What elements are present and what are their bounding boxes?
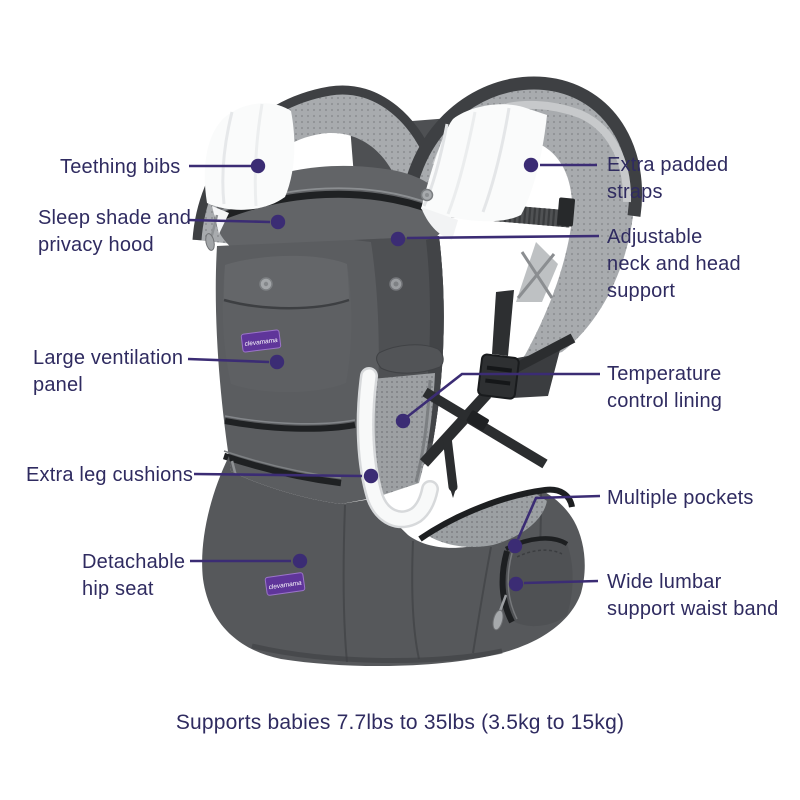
- leader-ventilation: [187, 354, 285, 370]
- label-sleep-shade: Sleep shade and privacy hood: [38, 207, 192, 256]
- label-multiple-pockets: Multiple pockets: [607, 487, 754, 509]
- leader-temperature: [395, 372, 600, 429]
- hip-seat: clevamama: [202, 456, 585, 667]
- zipper-pull: [492, 609, 504, 631]
- zipper-pull: [205, 233, 215, 251]
- brand-label-hip: clevamama: [264, 572, 306, 596]
- brand-label: clevamama: [240, 329, 282, 353]
- label-teething-bibs: Teething bibs: [60, 156, 181, 178]
- svg-text:clevamama: clevamama: [244, 337, 278, 348]
- leader-sleep-shade: [187, 214, 286, 230]
- leader-hip-seat: [190, 553, 308, 569]
- lining-roll: [376, 344, 444, 374]
- harness-straps: [419, 290, 576, 498]
- label-ventilation-panel: Large ventilation panel: [33, 347, 184, 396]
- leader-padded-straps: [523, 157, 597, 173]
- leader-lines: [187, 157, 601, 592]
- svg-text:clevamama: clevamama: [268, 580, 302, 592]
- label-detachable-hip-seat: Detachable hip seat: [82, 551, 186, 600]
- label-lumbar-waist-band: Wide lumbar support waist band: [607, 571, 779, 620]
- leader-leg-cushions: [193, 468, 379, 484]
- leader-lumbar: [508, 576, 599, 592]
- leg-cushion-zipper: [224, 415, 356, 432]
- label-extra-padded-straps: Extra padded straps: [607, 154, 729, 203]
- label-temperature-lining: Temperature control lining: [607, 363, 723, 412]
- leader-neck-support: [390, 231, 600, 247]
- snap-buttons: [259, 188, 434, 291]
- label-neck-head-support: Adjustable neck and head support: [607, 226, 741, 302]
- buckle: [477, 353, 520, 400]
- ventilation-pocket: clevamama: [222, 255, 352, 393]
- weight-support-caption: Supports babies 7.7lbs to 35lbs (3.5kg t…: [175, 711, 625, 734]
- leader-pockets: [507, 494, 601, 554]
- teething-bib-right: [421, 104, 547, 240]
- label-extra-leg-cushions: Extra leg cushions: [26, 464, 194, 486]
- leader-teething-bibs: [189, 158, 266, 174]
- leg-cushion: [356, 367, 439, 529]
